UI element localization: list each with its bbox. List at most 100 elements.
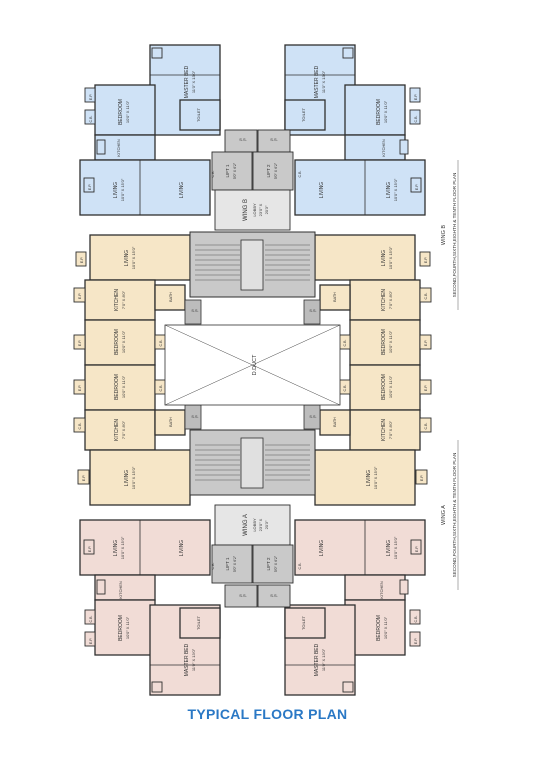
kitchen-b-right: [344, 134, 406, 161]
svg-text:E.P.: E.P.: [78, 340, 82, 346]
svg-text:C.B.: C.B.: [343, 340, 347, 347]
svg-text:LIVING: LIVING: [381, 250, 387, 267]
lobby-b: [214, 189, 291, 231]
lift-1-b: [211, 151, 253, 191]
svg-text:C.B.: C.B.: [211, 563, 215, 570]
svg-text:BEDROOM: BEDROOM: [381, 329, 387, 355]
living-a-left: [79, 519, 211, 576]
svg-text:BEDROOM: BEDROOM: [114, 329, 120, 355]
svg-text:C.B.: C.B.: [159, 340, 163, 347]
svg-text:C.B.: C.B.: [424, 423, 428, 430]
svg-text:LIFT 1: LIFT 1: [225, 557, 230, 570]
svg-text:E.P.: E.P.: [78, 385, 82, 391]
svg-text:C.B.: C.B.: [159, 385, 163, 392]
svg-text:23'0" X: 23'0" X: [258, 518, 263, 531]
svg-text:LIVING: LIVING: [179, 182, 185, 199]
svg-text:C.B.: C.B.: [343, 385, 347, 392]
ss-a-left: [224, 584, 258, 608]
svg-text:LIVING: LIVING: [124, 470, 130, 487]
svg-text:C.B.: C.B.: [89, 116, 93, 123]
svg-text:10'0" X 11'0": 10'0" X 11'0": [388, 330, 393, 353]
svg-text:10'0" X 11'0": 10'0" X 11'0": [125, 100, 130, 123]
ss-a-right: [257, 584, 291, 608]
middle-flats: D.DUCT LIVING 10'0" X 15'0" KITCHEN 7'0"…: [73, 231, 432, 506]
svg-text:KITCHEN: KITCHEN: [114, 289, 120, 311]
svg-text:SECOND,FOURTH,SIXTH,EIGHTH & T: SECOND,FOURTH,SIXTH,EIGHTH & TENTH FLOOR…: [452, 453, 457, 578]
living-a-right: [294, 519, 426, 576]
svg-text:10'0" X 15'0": 10'0" X 15'0": [131, 466, 136, 489]
kitchen-a-right: [344, 574, 406, 601]
svg-text:10'0" X 11'0": 10'0" X 11'0": [383, 616, 388, 639]
svg-text:MASTER BED: MASTER BED: [314, 643, 320, 676]
svg-text:LIVING: LIVING: [366, 470, 372, 487]
bedroom-b-right: [344, 84, 406, 136]
svg-text:S.S.: S.S.: [239, 593, 247, 598]
svg-text:WING B: WING B: [243, 199, 249, 221]
lift-2-a: [252, 544, 294, 584]
svg-text:LIFT 1: LIFT 1: [225, 164, 230, 177]
staircase-top: [189, 231, 316, 298]
svg-text:E.P.: E.P.: [88, 184, 92, 190]
staircase-bottom: [189, 429, 316, 496]
svg-text:KITCHEN: KITCHEN: [114, 419, 120, 441]
svg-text:LIFT 2: LIFT 2: [266, 557, 271, 570]
svg-text:11'0" X 13'0": 11'0" X 13'0": [321, 70, 326, 93]
toilet-a-right: [284, 607, 326, 639]
svg-text:E.P.: E.P.: [88, 546, 92, 552]
svg-text:SECOND,FOURTH,SIXTH,EIGHTH & T: SECOND,FOURTH,SIXTH,EIGHTH & TENTH FLOOR…: [452, 173, 457, 298]
svg-text:BATH: BATH: [333, 292, 337, 302]
svg-text:LIVING: LIVING: [113, 182, 119, 199]
svg-text:BEDROOM: BEDROOM: [376, 615, 382, 641]
svg-text:7'0" X 8'0": 7'0" X 8'0": [388, 420, 393, 439]
lift-2-b: [252, 151, 294, 191]
svg-text:10'0" X 11'0": 10'0" X 11'0": [383, 100, 388, 123]
svg-text:BEDROOM: BEDROOM: [118, 615, 124, 641]
svg-text:10'0" X 11'0": 10'0" X 11'0": [388, 375, 393, 398]
svg-text:LIVING: LIVING: [319, 540, 325, 557]
svg-text:KITCHEN: KITCHEN: [118, 581, 123, 599]
svg-text:10'0" X 15'0": 10'0" X 15'0": [120, 536, 125, 559]
bath-mid-right-top: [319, 284, 351, 311]
wing-b: MASTER BED 11'0" X 13'0" MASTER BED 11'0…: [79, 44, 426, 231]
svg-text:BEDROOM: BEDROOM: [376, 99, 382, 125]
svg-text:S.S.: S.S.: [270, 137, 278, 142]
svg-text:BATH: BATH: [333, 417, 337, 427]
svg-text:E.P.: E.P.: [414, 638, 418, 644]
svg-text:E.P.: E.P.: [82, 475, 86, 481]
svg-text:KITCHEN: KITCHEN: [116, 139, 121, 157]
svg-text:D.DUCT: D.DUCT: [252, 354, 258, 375]
svg-text:C.B.: C.B.: [89, 616, 93, 623]
svg-text:7'0" X 8'0": 7'0" X 8'0": [121, 420, 126, 439]
svg-text:5'0" X 6'2": 5'0" X 6'2": [233, 555, 237, 572]
living-mid-right-top: [314, 234, 416, 281]
svg-text:S.S.: S.S.: [239, 137, 247, 142]
svg-text:10'0" X 11'0": 10'0" X 11'0": [125, 616, 130, 639]
svg-text:TOILET: TOILET: [301, 107, 306, 121]
svg-text:MASTER BED: MASTER BED: [184, 643, 190, 676]
lift-1-a: [211, 544, 253, 584]
svg-text:WING B: WING B: [441, 225, 447, 245]
svg-text:C.B.: C.B.: [298, 563, 302, 570]
svg-text:LOBBY: LOBBY: [252, 203, 257, 217]
svg-text:BEDROOM: BEDROOM: [118, 99, 124, 125]
bedroom-mid-left-2: [84, 364, 156, 411]
living-mid-right-bottom: [314, 449, 416, 506]
svg-text:10'0" X 15'0": 10'0" X 15'0": [131, 246, 136, 269]
toilet-b-right: [284, 99, 326, 131]
svg-text:LIVING: LIVING: [124, 250, 130, 267]
page-title: TYPICAL FLOOR PLAN: [187, 706, 348, 722]
kitchen-mid-right-top: [349, 279, 421, 321]
svg-text:11'0" X 13'0": 11'0" X 13'0": [191, 648, 196, 671]
svg-text:E.P.: E.P.: [414, 94, 418, 100]
svg-text:C.B.: C.B.: [298, 171, 302, 178]
svg-text:10'0" X 15'0": 10'0" X 15'0": [388, 246, 393, 269]
svg-text:23'0" X: 23'0" X: [258, 203, 263, 216]
wing-b-note: WING B SECOND,FOURTH,SIXTH,EIGHTH & TENT…: [441, 160, 459, 310]
svg-text:E.P.: E.P.: [89, 638, 93, 644]
toilet-b-left: [179, 99, 221, 131]
svg-text:KITCHEN: KITCHEN: [381, 419, 387, 441]
svg-text:TOILET: TOILET: [196, 615, 201, 629]
svg-text:S.S.: S.S.: [270, 593, 278, 598]
svg-text:BEDROOM: BEDROOM: [114, 374, 120, 400]
svg-text:C.B.: C.B.: [211, 171, 215, 178]
